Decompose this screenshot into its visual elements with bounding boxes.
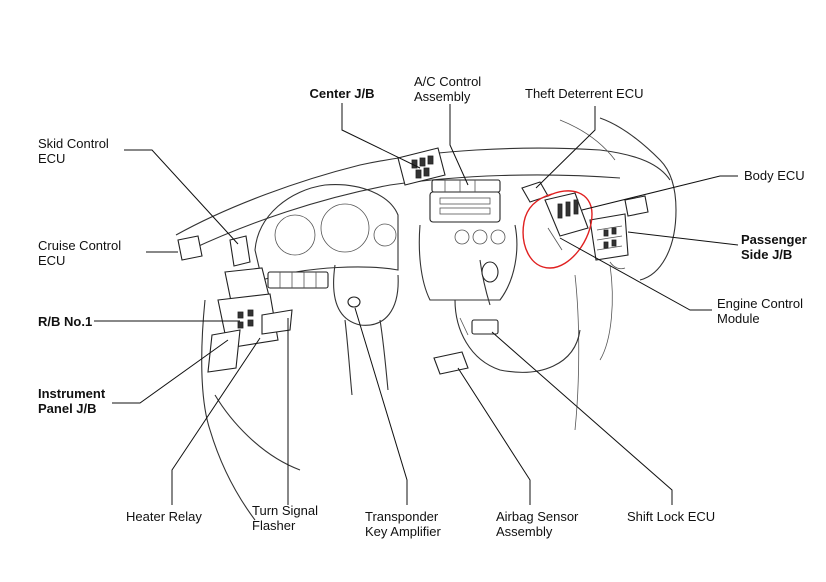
airbag-label: Airbag Sensor Assembly (496, 509, 578, 539)
body-ecu-label: Body ECU (744, 168, 805, 183)
left-module-cluster (177, 235, 293, 373)
cruise-control-label: Cruise Control ECU (38, 238, 121, 268)
passenger-jb-label: Passenger Side J/B (741, 232, 807, 262)
cruise-control-label-line1: Cruise Control (38, 238, 122, 253)
passenger-jb-label-line2: Side J/B (741, 247, 793, 262)
instrument-jb-label-line1: Instrument (38, 386, 106, 401)
ac-control-part (431, 179, 501, 193)
theft-deterrent-part (521, 181, 549, 203)
passenger-jb-label-line1: Passenger (741, 232, 807, 247)
heater-relay-label: Heater Relay (126, 509, 202, 524)
leader-lines (94, 103, 739, 505)
ac-control-label-line2: Assembly (414, 89, 471, 104)
passenger-jb-part (589, 195, 649, 270)
cruise-control-label-line2: ECU (38, 253, 66, 268)
instrument-cluster (254, 184, 399, 289)
airbag-sensor-part (433, 351, 469, 375)
engine-control-label-line1: Engine Control (717, 296, 803, 311)
theft-deterrent-label: Theft Deterrent ECU (525, 86, 644, 101)
airbag-label-line1: Airbag Sensor (496, 509, 579, 524)
skid-control-label: Skid Control ECU (38, 136, 109, 166)
shift-lock-label: Shift Lock ECU (627, 509, 716, 524)
transponder-label: Transponder Key Amplifier (365, 509, 441, 539)
body-ecu-part (544, 192, 589, 251)
transponder-label-line2: Key Amplifier (365, 524, 441, 539)
turn-signal-label-line1: Turn Signal (252, 503, 318, 518)
rb-no1-label: R/B No.1 (38, 314, 93, 329)
ac-control-label: A/C Control Assembly (414, 74, 481, 104)
instrument-jb-label-line2: Panel J/B (38, 401, 97, 416)
engine-control-label-line2: Module (717, 311, 760, 326)
center-console (418, 191, 581, 373)
steering-column (333, 264, 399, 396)
skid-control-label-line2: ECU (38, 151, 66, 166)
center-jb-label: Center J/B (309, 86, 375, 101)
turn-signal-label: Turn Signal Flasher (252, 503, 318, 533)
ac-control-label-line1: A/C Control (414, 74, 482, 89)
instrument-jb-label: Instrument Panel J/B (38, 386, 105, 416)
transponder-label-line1: Transponder (365, 509, 439, 524)
engine-control-label: Engine Control Module (717, 296, 803, 326)
highlight-circle (522, 190, 593, 269)
airbag-label-line2: Assembly (496, 524, 553, 539)
skid-control-label-line1: Skid Control (38, 136, 109, 151)
center-jb-part (397, 147, 446, 186)
turn-signal-label-line2: Flasher (252, 518, 296, 533)
